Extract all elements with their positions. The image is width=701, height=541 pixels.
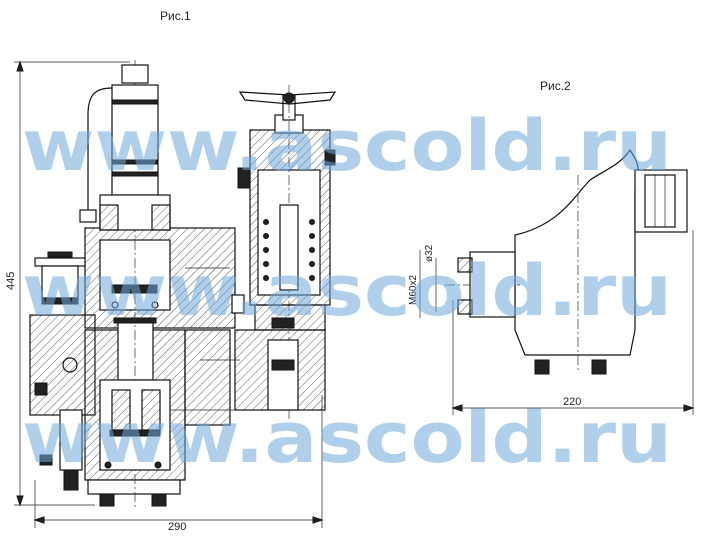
figure-2-body xyxy=(445,148,688,375)
watermark-top: www.ascold.ru xyxy=(22,105,672,187)
watermark-middle: www.ascold.ru xyxy=(22,250,672,332)
watermark-bottom: www.ascold.ru xyxy=(22,397,672,479)
figure-1-valve-section xyxy=(29,60,337,510)
width-dimension-label: 290 xyxy=(168,521,186,533)
spring-coils xyxy=(263,219,315,281)
figure-2-dimensions xyxy=(419,230,695,415)
figure-2-caption: Рис.2 xyxy=(540,79,571,93)
fig2-width-dimension-label: 220 xyxy=(563,396,581,408)
thread-dimension-label: M60x2 xyxy=(408,275,419,305)
figure-1-caption: Рис.1 xyxy=(160,9,191,23)
height-dimension-label: 445 xyxy=(5,272,17,290)
figure-1-dimensions xyxy=(14,60,324,528)
bore-dimension-label: ø32 xyxy=(424,244,435,262)
